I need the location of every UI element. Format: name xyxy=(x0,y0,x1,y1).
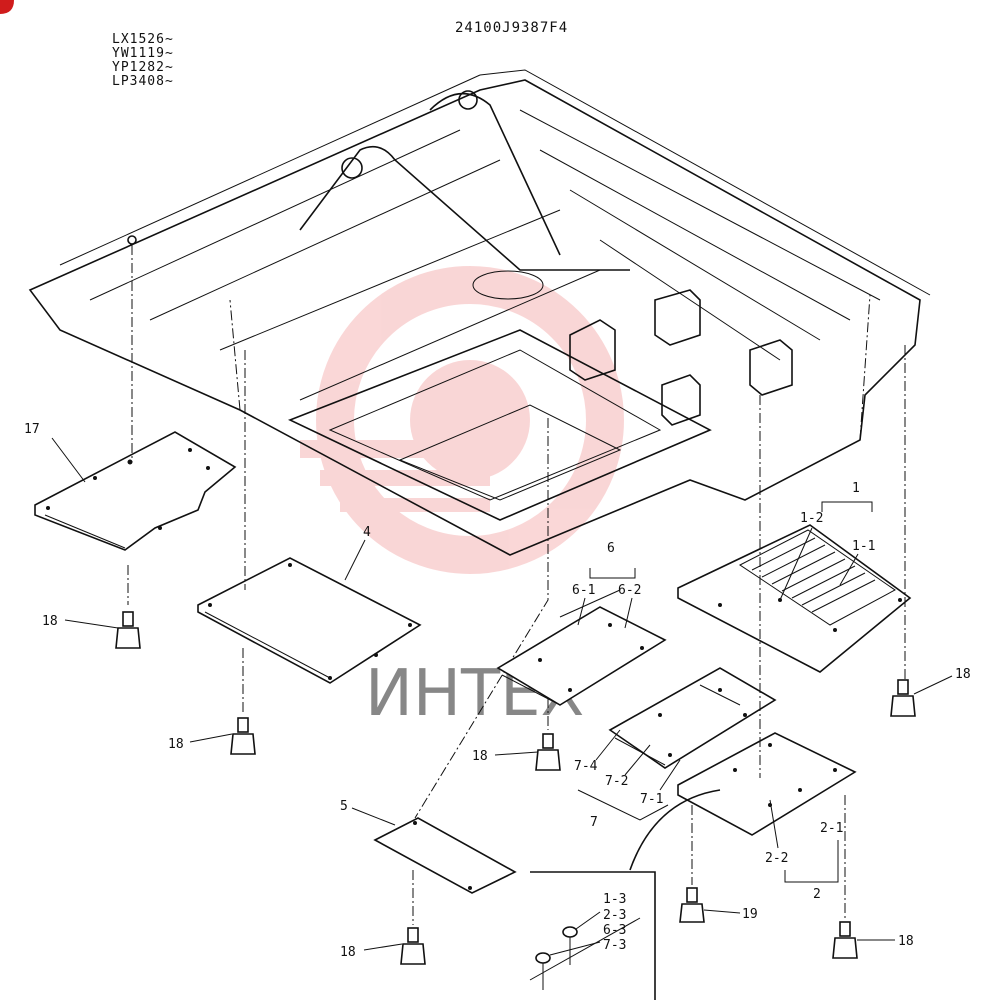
callout-2-1: 2-1 xyxy=(820,821,843,836)
bolt-18 xyxy=(400,927,426,965)
callout-7-4: 7-4 xyxy=(574,759,598,774)
serial-range: LP3408~ xyxy=(112,74,174,89)
callout-18: 18 xyxy=(955,667,971,682)
callout-7-1: 7-1 xyxy=(640,792,663,807)
bolt-18 xyxy=(115,611,141,649)
callout-18: 18 xyxy=(472,749,488,764)
callout-18: 18 xyxy=(168,737,184,752)
serial-range: YP1282~ xyxy=(112,60,174,75)
callout-2: 2 xyxy=(813,887,821,902)
floor-plate-4 xyxy=(197,557,422,684)
callout-6: 6 xyxy=(607,541,615,556)
callout-7: 7 xyxy=(590,815,598,830)
callout-4: 4 xyxy=(363,525,371,540)
callout-18: 18 xyxy=(42,614,58,629)
detail-label: 2-3 xyxy=(603,908,626,923)
floor-plate-6 xyxy=(496,589,667,706)
callout-7-2: 7-2 xyxy=(605,774,628,789)
callout-1-1: 1-1 xyxy=(852,539,875,554)
callout-17: 17 xyxy=(24,422,40,437)
callout-1: 1 xyxy=(852,481,860,496)
floor-plate-2 xyxy=(677,732,857,836)
serial-range: LX1526~ xyxy=(112,32,174,47)
callout-6-1: 6-1 xyxy=(572,583,595,598)
bolt-18 xyxy=(230,717,256,755)
floor-plate-7 xyxy=(608,667,777,769)
floor-plate-17 xyxy=(34,431,237,551)
detail-label: 1-3 xyxy=(603,892,626,907)
watermark-logo xyxy=(300,266,624,574)
drawing-number: 24100J9387F4 xyxy=(455,20,568,36)
callout-18: 18 xyxy=(898,934,914,949)
callout-6-2: 6-2 xyxy=(618,583,641,598)
callout-19: 19 xyxy=(742,907,758,922)
callout-18: 18 xyxy=(340,945,356,960)
serial-range: YW1119~ xyxy=(112,46,174,61)
bolt-19 xyxy=(679,887,705,923)
callout-5: 5 xyxy=(340,799,348,814)
serial-ranges: LX1526~ YW1119~ YP1282~ LP3408~ xyxy=(112,32,174,89)
floor-plate-5 xyxy=(373,817,517,894)
bolt-18 xyxy=(890,679,916,717)
callout-1-2: 1-2 xyxy=(800,511,823,526)
bolt-18 xyxy=(832,921,858,959)
detail-label: 6-3 xyxy=(603,923,626,938)
detail-label: 7-3 xyxy=(603,938,626,953)
floor-plate-1 xyxy=(677,524,912,673)
detail-inset: 1-3 2-3 6-3 7-3 xyxy=(529,871,656,1000)
corner-mark xyxy=(0,0,14,14)
bolt-18 xyxy=(535,733,561,771)
callout-2-2: 2-2 xyxy=(765,851,788,866)
main-frame xyxy=(28,69,931,556)
